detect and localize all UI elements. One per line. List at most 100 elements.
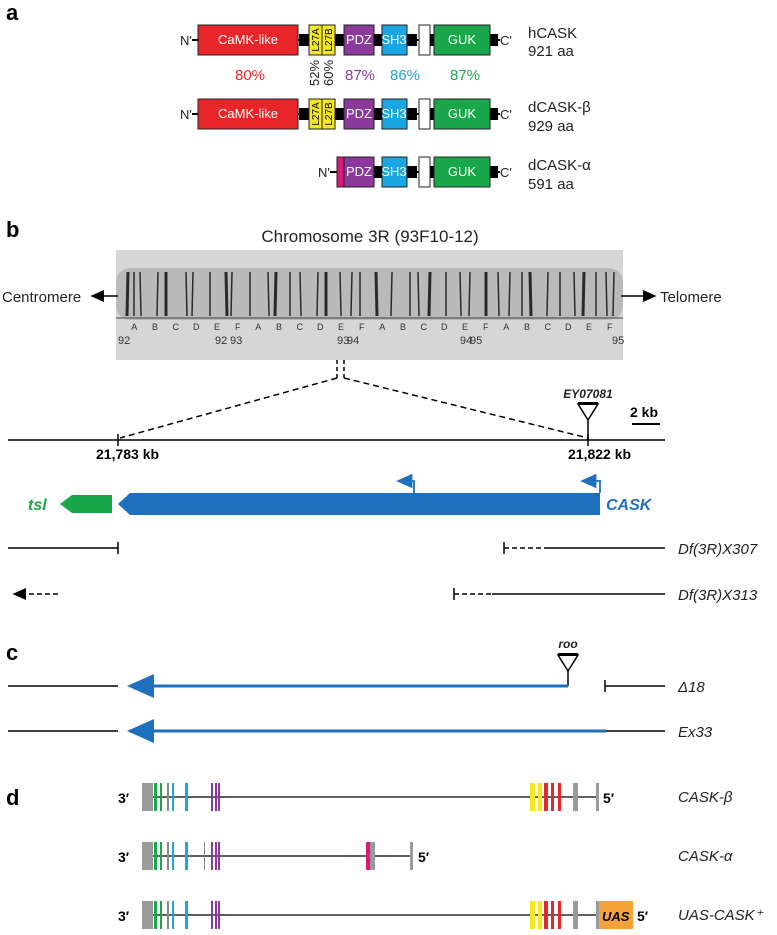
pdz-domain	[343, 98, 375, 130]
camk-domain	[197, 98, 299, 130]
zoom-line-right	[343, 377, 589, 439]
n-terminus-label: N'	[180, 33, 192, 48]
band-letter: B	[524, 322, 530, 332]
allele-ex33-label: Ex33	[678, 724, 713, 741]
l27b-domain	[321, 98, 336, 130]
three-prime-label: 3′	[118, 849, 130, 865]
allele-delta18-label: Δ18	[677, 679, 705, 696]
band-letter: C	[544, 322, 551, 332]
hcask-length: 921 aa	[528, 43, 575, 60]
telomere-label: Telomere	[660, 289, 722, 306]
guk-domain	[433, 98, 491, 130]
guk-domain	[433, 24, 491, 56]
zoom-line-left	[119, 377, 338, 439]
n-terminus-label: N'	[318, 165, 330, 180]
panel-a-letter: a	[6, 0, 19, 25]
n-terminus-label: N'	[180, 107, 192, 122]
guk-domain	[433, 156, 491, 188]
roo-triangle-icon	[556, 654, 580, 673]
band-letter: E	[462, 322, 468, 332]
alpha-promoter-arrow	[396, 473, 415, 493]
band-letter: D	[441, 322, 448, 332]
coord-right: 21,822 kb	[568, 446, 631, 462]
camk-identity: 80%	[235, 67, 265, 84]
division-number: 93	[337, 335, 349, 347]
deficiency-x307-label: Df(3R)X307	[678, 541, 758, 558]
cask-gene-arrow	[118, 493, 600, 515]
pdz-domain-label: PDZ	[346, 32, 372, 47]
three-prime-label: 3′	[118, 790, 130, 806]
pdz-domain	[343, 156, 375, 188]
hcask-name: hCASK	[528, 25, 577, 42]
deficiency-x307: Df(3R)X307	[8, 541, 758, 558]
allele-delta18: roo Δ18	[8, 637, 705, 698]
division-number: 95	[612, 335, 624, 347]
sh3-domain-label: SH3	[381, 106, 406, 121]
l27a-identity: 52%	[307, 60, 322, 86]
five-prime-label: 5′	[637, 908, 649, 924]
deficiency-x313-label: Df(3R)X313	[678, 587, 758, 604]
guk-domain-label: GUK	[448, 164, 477, 179]
l27b-domain	[321, 24, 336, 56]
dcask-alpha-length: 591 aa	[528, 176, 575, 193]
hcask-domain-map: N' CaMK-like L27A L27B PDZ SH3 GUK C' hC…	[180, 24, 577, 60]
band-letter: D	[565, 322, 572, 332]
sh3-domain	[381, 24, 408, 56]
transcript-uas-cask-label: UAS-CASK⁺	[678, 907, 764, 924]
chromosome-title: Chromosome 3R (93F10-12)	[261, 227, 478, 246]
band-letter: B	[152, 322, 158, 332]
camk-domain-label: CaMK-like	[218, 32, 278, 47]
l27a-domain-label: L27A	[311, 102, 322, 126]
hook-region	[418, 98, 431, 130]
transcript-cask-alpha: 3′ 5′ CASK-α	[118, 842, 733, 870]
band-letter: A	[379, 322, 385, 332]
division-number: 92	[118, 335, 130, 347]
band-letter: F	[235, 322, 241, 332]
dcask-alpha-name: dCASK-α	[528, 157, 591, 174]
band-letter: E	[214, 322, 220, 332]
division-number: 94	[347, 335, 359, 347]
beta-promoter-arrow	[580, 473, 601, 493]
insertion-triangle-icon	[576, 403, 600, 422]
c-terminus-label: C'	[500, 107, 512, 122]
band-letter: C	[420, 322, 427, 332]
alpha-n-exon	[336, 156, 345, 188]
pdz-domain-label: PDZ	[346, 106, 372, 121]
panel-c-letter: c	[6, 640, 18, 665]
l27a-domain-label: L27A	[311, 28, 322, 52]
transcript-uas-cask: 3′ UAS 5′ UAS-CASK⁺	[118, 901, 764, 929]
division-number: 94	[460, 335, 472, 347]
band-letter: E	[586, 322, 592, 332]
pdz-domain	[343, 24, 375, 56]
c-terminus-label: C'	[500, 33, 512, 48]
polytene-chromosome-image	[116, 250, 623, 360]
division-number: 92	[215, 335, 227, 347]
identity-row: 80% 52% 60% 87% 86% 87%	[235, 60, 480, 86]
deficiency-x313: Df(3R)X313	[12, 587, 758, 604]
dcask-beta-domain-map: N' CaMK-like L27A L27B PDZ SH3 GUK C' dC…	[180, 98, 591, 135]
guk-domain-label: GUK	[448, 106, 477, 121]
band-letter: A	[503, 322, 509, 332]
band-letter: A	[255, 322, 261, 332]
sh3-domain	[381, 156, 408, 188]
c-terminus-label: C'	[500, 165, 512, 180]
cask-gene-label: CASK	[606, 497, 653, 514]
band-letter: F	[483, 322, 489, 332]
sh3-identity: 86%	[390, 67, 420, 84]
camk-domain-label: CaMK-like	[218, 106, 278, 121]
transcript-cask-beta-label: CASK-β	[678, 789, 733, 806]
allele-ex33: Ex33	[8, 719, 713, 743]
division-number: 95	[470, 335, 482, 347]
coord-left: 21,783 kb	[96, 446, 159, 462]
division-number: 93	[230, 335, 242, 347]
band-letter: D	[193, 322, 200, 332]
uas-label: UAS	[602, 909, 630, 924]
insertion-ey07081-label: EY07081	[563, 387, 613, 401]
transcript-cask-alpha-label: CASK-α	[678, 848, 733, 865]
band-letter: F	[607, 322, 613, 332]
l27b-identity: 60%	[321, 60, 336, 86]
band-letter: C	[172, 322, 179, 332]
